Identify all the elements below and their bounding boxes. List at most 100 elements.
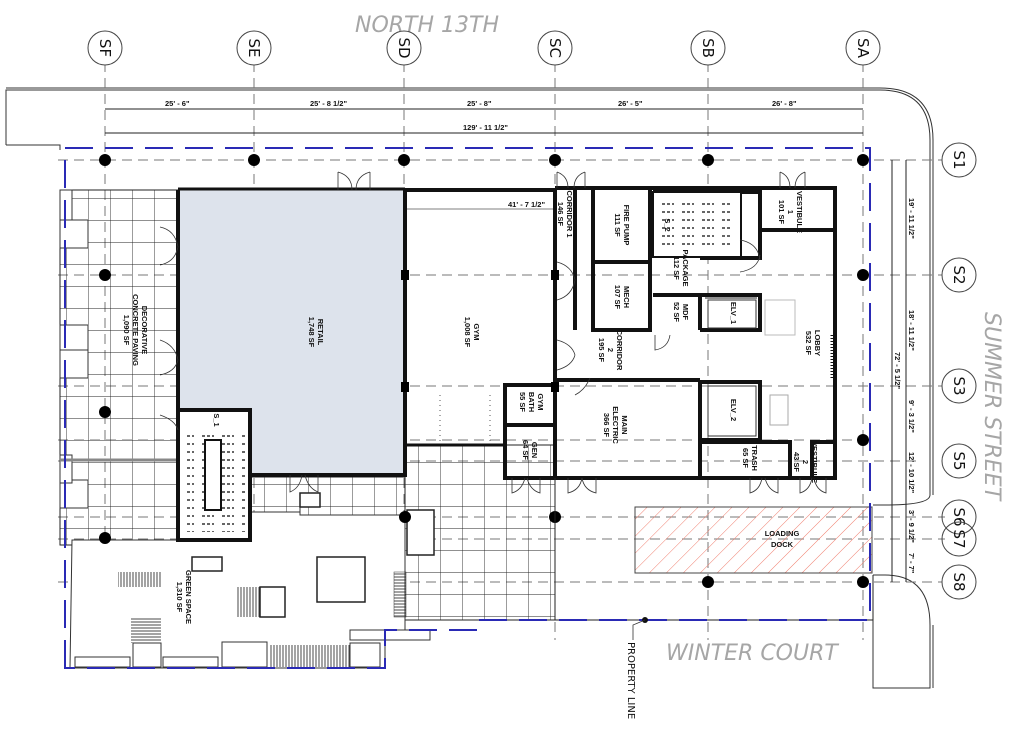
svg-text:ELECTRIC: ELECTRIC xyxy=(611,406,620,444)
grid-bubble-sf[interactable]: SF xyxy=(87,30,123,66)
svg-text:7' - 7": 7' - 7" xyxy=(907,553,916,574)
core-walls xyxy=(503,186,837,480)
svg-text:25' - 6": 25' - 6" xyxy=(165,99,190,108)
grid-bubble-sa[interactable]: SA xyxy=(845,30,881,66)
svg-text:43 SF: 43 SF xyxy=(792,452,801,472)
svg-text:LOBBY: LOBBY xyxy=(813,330,822,356)
svg-text:12' - 10 1/2": 12' - 10 1/2" xyxy=(907,452,916,494)
svg-text:VESTIBULE: VESTIBULE xyxy=(810,441,819,483)
svg-text:2: 2 xyxy=(801,460,810,464)
svg-text:111 SF: 111 SF xyxy=(613,213,622,237)
svg-text:S2: S2 xyxy=(950,265,968,284)
property-line xyxy=(64,147,871,669)
svg-text:TRASH: TRASH xyxy=(750,445,759,471)
grid-bubble-se[interactable]: SE xyxy=(236,30,272,66)
svg-text:146 SF: 146 SF xyxy=(556,202,565,227)
svg-text:SD: SD xyxy=(395,37,413,58)
decorative-paving xyxy=(59,189,179,546)
street-label-south: WINTER COURT xyxy=(666,641,839,666)
svg-text:S_2: S_2 xyxy=(663,218,672,231)
label-loading-dock: LOADING DOCK xyxy=(765,529,800,549)
svg-text:CONCRETE PAVING: CONCRETE PAVING xyxy=(131,294,140,366)
property-line-label: PROPERTY LINE xyxy=(625,642,636,719)
label-mdf: MDF 52 SF xyxy=(672,302,690,322)
svg-text:MAIN: MAIN xyxy=(620,415,629,434)
svg-text:1,090 SF: 1,090 SF xyxy=(122,315,131,346)
svg-text:SC: SC xyxy=(546,38,564,58)
svg-text:19' - 11 1/2": 19' - 11 1/2" xyxy=(907,198,916,239)
south-lot-outline xyxy=(554,478,874,621)
svg-text:25' - 8 1/2": 25' - 8 1/2" xyxy=(310,99,347,108)
svg-text:129' - 11 1/2": 129' - 11 1/2" xyxy=(463,123,508,132)
svg-text:1,310 SF: 1,310 SF xyxy=(175,582,184,613)
stair-s1[interactable] xyxy=(176,408,252,542)
grid-bubble-s7[interactable]: S7 xyxy=(941,521,977,557)
label-corridor1: CORRIDOR 1 146 SF xyxy=(556,190,574,237)
svg-text:107 SF: 107 SF xyxy=(613,285,622,310)
curb-outline xyxy=(5,87,934,689)
svg-text:VESTIBULE: VESTIBULE xyxy=(795,191,804,233)
svg-text:BATH: BATH xyxy=(527,392,536,412)
svg-text:S7: S7 xyxy=(950,529,968,548)
grid-bubble-s5[interactable]: S5 xyxy=(941,443,977,479)
label-main-electric: MAIN ELECTRIC 366 SF xyxy=(602,406,629,444)
grid-bubble-sb[interactable]: SB xyxy=(690,30,726,66)
svg-text:64 SF: 64 SF xyxy=(521,440,530,460)
grid-bubble-s8[interactable]: S8 xyxy=(941,564,977,600)
svg-text:9' - 3 1/2": 9' - 3 1/2" xyxy=(907,400,916,433)
svg-text:S6: S6 xyxy=(950,507,968,526)
svg-text:GEN: GEN xyxy=(530,442,539,458)
svg-text:SA: SA xyxy=(854,38,872,59)
svg-text:GYM: GYM xyxy=(472,323,481,340)
svg-text:MECH: MECH xyxy=(622,286,631,308)
label-gen: GEN 64 SF xyxy=(521,440,539,460)
label-vestibule1: VESTIBULE 1 101 SF xyxy=(777,191,804,233)
svg-text:SB: SB xyxy=(699,38,717,58)
street-label-east: SUMMER STREET xyxy=(979,312,1004,502)
room-retail[interactable] xyxy=(176,187,407,477)
label-corridor2: CORRIDOR 2 195 SF xyxy=(597,330,624,371)
grid-bubble-s2[interactable]: S2 xyxy=(941,257,977,293)
svg-text:S1: S1 xyxy=(950,150,968,169)
label-trash: TRASH 65 SF xyxy=(741,445,759,471)
structural-columns xyxy=(99,154,869,588)
svg-text:52 SF: 52 SF xyxy=(672,302,681,322)
svg-text:GYM: GYM xyxy=(536,393,545,410)
label-vestibule2: VESTIBULE 2 43 SF xyxy=(792,441,819,483)
svg-text:2: 2 xyxy=(606,348,615,352)
svg-text:S3: S3 xyxy=(950,376,968,395)
svg-text:3' - 9 1/2": 3' - 9 1/2" xyxy=(907,510,916,543)
label-stair2: S_2 xyxy=(663,218,672,231)
svg-text:1: 1 xyxy=(786,210,795,214)
svg-text:SE: SE xyxy=(245,39,263,58)
svg-text:112 SF: 112 SF xyxy=(672,256,681,280)
label-mech: MECH 107 SF xyxy=(613,285,631,310)
label-elv1: ELV_1 xyxy=(729,302,738,324)
grid-bubbles-right: S1 S2 S3 S5 S6 S7 S8 xyxy=(941,142,977,600)
street-label-north: NORTH 13TH xyxy=(355,13,499,38)
grid-bubble-s6[interactable]: S6 xyxy=(941,499,977,535)
loading-dock[interactable] xyxy=(634,506,873,574)
svg-text:S5: S5 xyxy=(950,451,968,470)
grid-bubble-sd[interactable]: SD xyxy=(386,30,422,66)
svg-text:ELV_2: ELV_2 xyxy=(729,399,738,421)
svg-text:101 SF: 101 SF xyxy=(777,200,786,225)
label-paving: DECORATIVE CONCRETE PAVING 1,090 SF xyxy=(122,294,149,366)
room-labels: RETAIL 1,748 SF GYM 1,008 SF DECORATIVE … xyxy=(122,190,822,624)
svg-text:532 SF: 532 SF xyxy=(804,331,813,356)
svg-text:PACKAGE: PACKAGE xyxy=(681,250,690,287)
svg-text:18' - 11 1/2": 18' - 11 1/2" xyxy=(907,310,916,351)
label-elv2: ELV_2 xyxy=(729,399,738,421)
svg-text:MDF: MDF xyxy=(681,304,690,321)
svg-text:366 SF: 366 SF xyxy=(602,413,611,438)
label-lobby: LOBBY 532 SF xyxy=(804,330,822,356)
grid-bubbles-top: SF SE SD SC SB SA xyxy=(87,30,881,66)
grid-bubble-s1[interactable]: S1 xyxy=(941,142,977,178)
svg-text:1,748 SF: 1,748 SF xyxy=(307,317,316,348)
svg-text:LOADING: LOADING xyxy=(765,529,800,538)
grid-bubble-s3[interactable]: S3 xyxy=(941,368,977,404)
svg-text:CORRIDOR 1: CORRIDOR 1 xyxy=(565,190,574,237)
svg-text:DECORATIVE: DECORATIVE xyxy=(140,306,149,355)
grid-bubble-sc[interactable]: SC xyxy=(537,30,573,66)
